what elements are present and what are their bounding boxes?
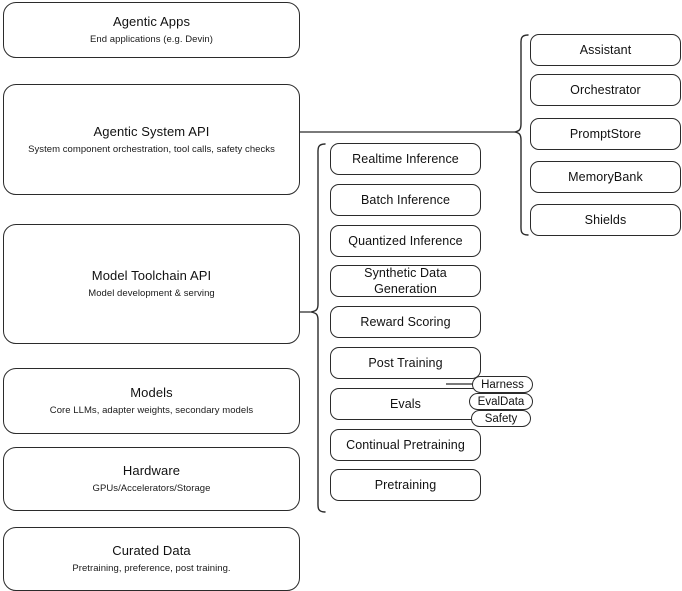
toolchain-item-pretraining[interactable]: Pretraining — [330, 469, 481, 501]
layer-model-toolchain-api[interactable]: Model Toolchain API Model development & … — [3, 224, 300, 344]
layer-subtitle: Pretraining, preference, post training. — [72, 563, 231, 574]
toolchain-item-batch-inference[interactable]: Batch Inference — [330, 184, 481, 216]
item-label: Quantized Inference — [348, 234, 463, 248]
item-label: Shields — [584, 213, 627, 227]
toolchain-item-post-training[interactable]: Post Training — [330, 347, 481, 379]
item-label: PromptStore — [569, 127, 642, 141]
layer-agentic-system-api[interactable]: Agentic System API System component orch… — [3, 84, 300, 195]
system-item-promptstore[interactable]: PromptStore — [530, 118, 681, 150]
toolchain-item-realtime-inference[interactable]: Realtime Inference — [330, 143, 481, 175]
item-label: Orchestrator — [570, 83, 641, 97]
layer-agentic-apps[interactable]: Agentic Apps End applications (e.g. Devi… — [3, 2, 300, 58]
layer-curated-data[interactable]: Curated Data Pretraining, preference, po… — [3, 527, 300, 591]
layer-title: Agentic System API — [93, 123, 210, 139]
toolchain-item-synthetic-data-generation[interactable]: Synthetic Data Generation — [330, 265, 481, 297]
system-item-shields[interactable]: Shields — [530, 204, 681, 236]
item-label: Pretraining — [374, 478, 437, 492]
system-item-orchestrator[interactable]: Orchestrator — [530, 74, 681, 106]
item-label: Batch Inference — [360, 193, 451, 207]
toolchain-item-quantized-inference[interactable]: Quantized Inference — [330, 225, 481, 257]
layer-subtitle: Model development & serving — [88, 288, 215, 299]
eval-pill-label: Harness — [481, 378, 524, 391]
item-label: Assistant — [579, 43, 632, 57]
layer-models[interactable]: Models Core LLMs, adapter weights, secon… — [3, 368, 300, 434]
item-label: Post Training — [368, 356, 443, 370]
item-label: Reward Scoring — [360, 315, 451, 329]
eval-pill-label: Safety — [484, 412, 518, 425]
item-label: Continual Pretraining — [346, 438, 465, 452]
layer-subtitle: GPUs/Accelerators/Storage — [92, 483, 211, 494]
layer-subtitle: Core LLMs, adapter weights, secondary mo… — [49, 405, 254, 416]
system-item-memorybank[interactable]: MemoryBank — [530, 161, 681, 193]
layer-subtitle: End applications (e.g. Devin) — [90, 34, 213, 45]
item-label: MemoryBank — [568, 170, 643, 184]
layer-subtitle: System component orchestration, tool cal… — [28, 143, 275, 155]
eval-pill-label: EvalData — [477, 395, 525, 408]
layer-title: Model Toolchain API — [91, 268, 212, 283]
layer-hardware[interactable]: Hardware GPUs/Accelerators/Storage — [3, 447, 300, 511]
layer-title: Models — [130, 385, 173, 400]
toolchain-item-continual-pretraining[interactable]: Continual Pretraining — [330, 429, 481, 461]
layer-title: Hardware — [122, 463, 181, 478]
toolchain-item-evals[interactable]: Evals — [330, 388, 481, 420]
system-item-assistant[interactable]: Assistant — [530, 34, 681, 66]
item-label: Realtime Inference — [352, 152, 459, 166]
eval-pill-evaldata[interactable]: EvalData — [469, 393, 533, 410]
layer-title: Agentic Apps — [112, 14, 191, 29]
toolchain-item-reward-scoring[interactable]: Reward Scoring — [330, 306, 481, 338]
eval-pill-safety[interactable]: Safety — [471, 410, 531, 427]
layer-title: Curated Data — [112, 543, 191, 558]
item-label: Evals — [389, 397, 422, 411]
eval-pill-harness[interactable]: Harness — [472, 376, 533, 393]
item-label: Synthetic Data Generation — [364, 266, 447, 296]
